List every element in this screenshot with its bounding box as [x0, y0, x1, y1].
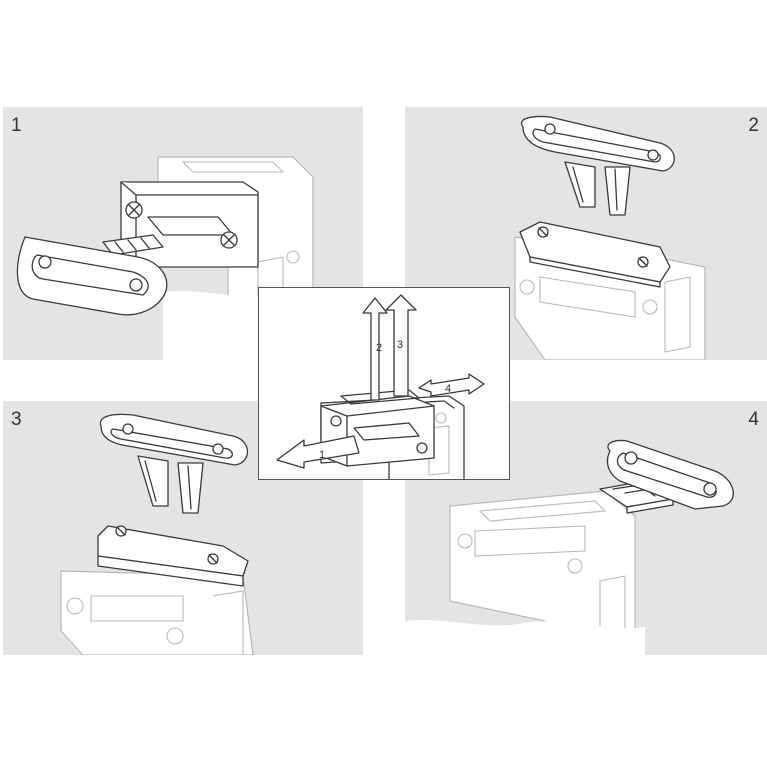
actuator-key [16, 234, 168, 316]
arrow-3-label: 3 [397, 339, 403, 351]
actuator-key-side [599, 439, 734, 514]
step-2-number: 2 [748, 115, 759, 136]
actuator-head [120, 181, 259, 268]
step-4-illustration [405, 439, 734, 655]
step-3-illustration [60, 413, 254, 655]
arrow-1 [276, 435, 360, 469]
step-4-number: 4 [748, 409, 759, 430]
actuator-key-lifted [520, 115, 675, 216]
arrow-4 [418, 373, 485, 397]
removal-overview-inset: 2 3 4 1 [258, 287, 510, 480]
floor-wave [405, 619, 645, 655]
actuator-key-lifted [99, 413, 249, 514]
arrow-4-label: 4 [445, 383, 451, 395]
step-3-number: 3 [11, 409, 22, 430]
step-1-number: 1 [11, 115, 22, 136]
head-plate [519, 221, 671, 288]
arrow-2 [362, 297, 388, 401]
arrow-1-label: 1 [319, 449, 325, 461]
arrow-3 [385, 294, 417, 397]
head-plate [97, 525, 249, 587]
step-2-illustration [514, 115, 706, 360]
removal-overview-illustration: 2 3 4 1 [276, 294, 485, 479]
arrow-2-label: 2 [376, 342, 382, 354]
